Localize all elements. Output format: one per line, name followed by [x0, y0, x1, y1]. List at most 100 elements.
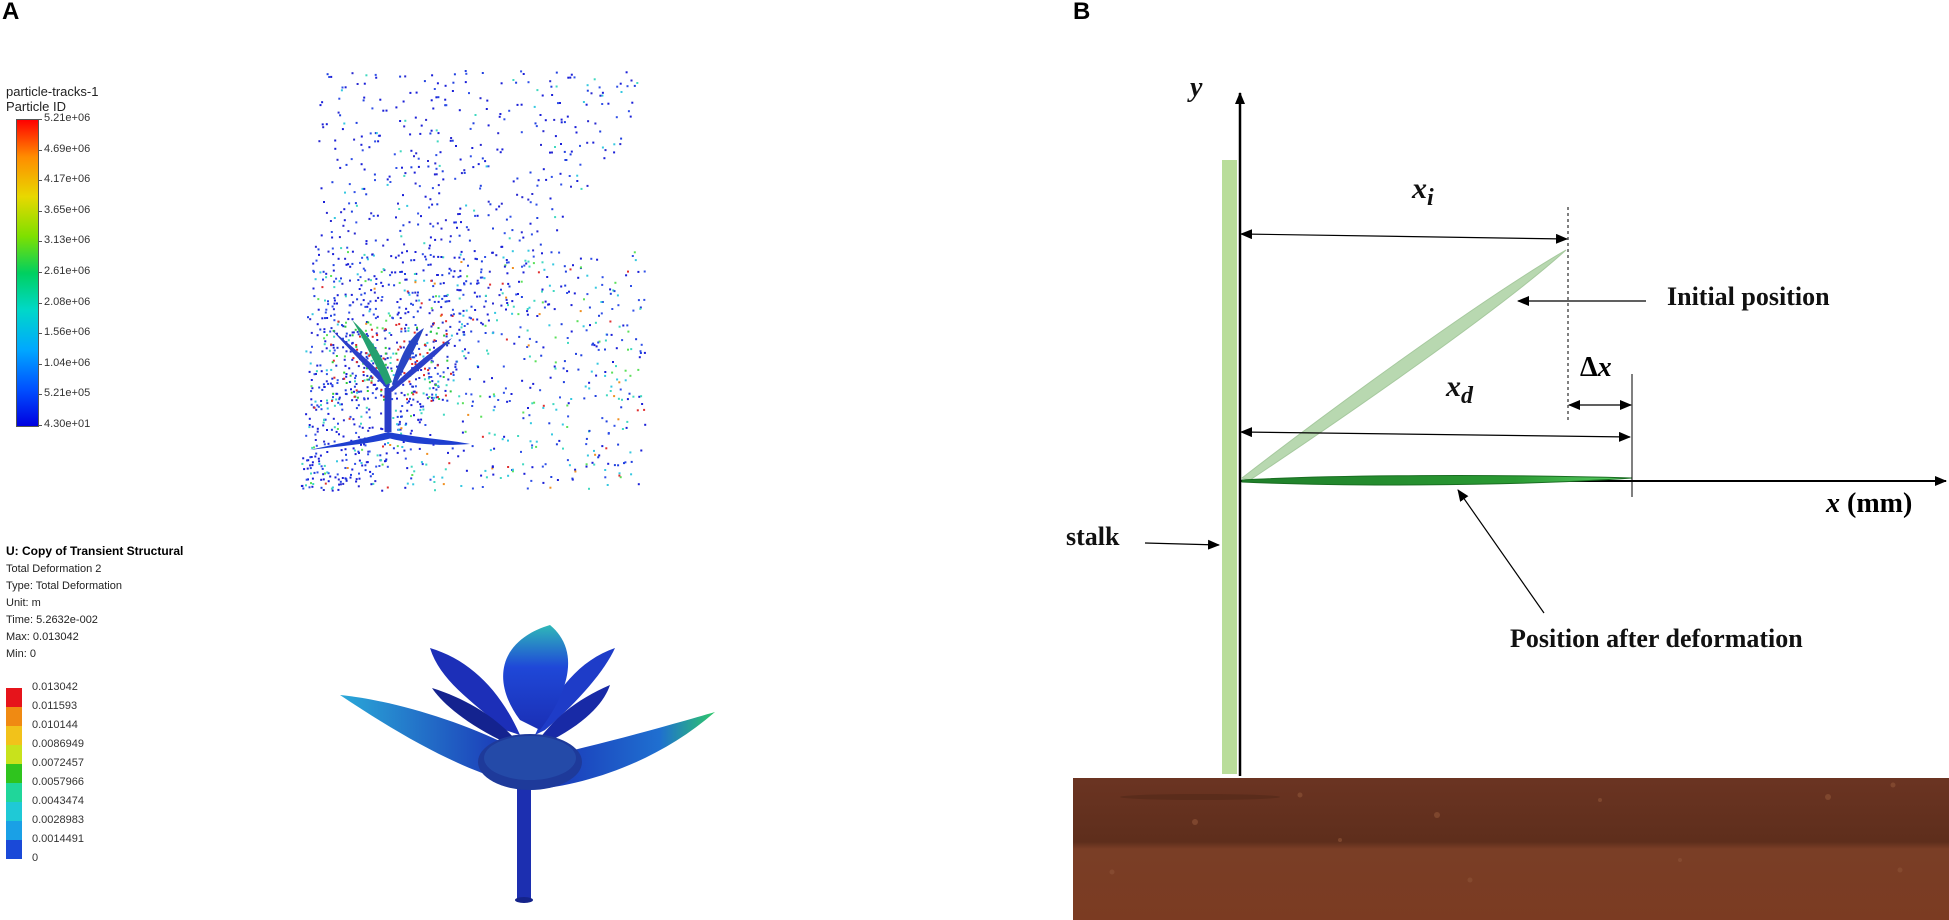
- particle-point: [390, 370, 393, 372]
- particle-point: [583, 298, 585, 301]
- particle-point: [361, 256, 364, 259]
- particle-point: [539, 114, 542, 116]
- particle-point: [367, 278, 370, 281]
- particle-point: [418, 377, 421, 379]
- particle-point: [332, 264, 335, 267]
- particle-point: [549, 80, 552, 83]
- particle-point: [486, 349, 488, 352]
- particle-point: [380, 388, 383, 391]
- particle-point: [336, 379, 339, 382]
- particle-point: [359, 261, 362, 264]
- particle-point: [357, 279, 360, 281]
- particle-point: [484, 469, 487, 472]
- particle-point: [363, 96, 366, 99]
- particle-point: [570, 330, 573, 333]
- particle-point: [461, 350, 464, 353]
- deformation-info-line: Unit: m: [6, 597, 41, 609]
- particle-point: [313, 406, 316, 409]
- particle-point: [481, 323, 484, 326]
- particle-point: [489, 449, 492, 452]
- particle-point: [433, 173, 436, 176]
- particle-point: [324, 340, 327, 343]
- particle-point: [605, 394, 608, 397]
- particle-point: [425, 393, 428, 396]
- particle-point: [513, 342, 516, 345]
- particle-point: [506, 261, 508, 264]
- particle-point: [511, 229, 514, 232]
- particle-point: [387, 283, 390, 286]
- particle-point: [575, 131, 578, 134]
- particle-point: [458, 256, 461, 259]
- particle-point: [343, 122, 346, 125]
- particle-point: [373, 275, 376, 278]
- particle-point: [438, 164, 441, 167]
- particle-point: [344, 293, 347, 296]
- particle-point: [567, 415, 570, 418]
- particle-point: [476, 318, 479, 321]
- particle-point: [324, 311, 327, 314]
- particle-point: [350, 439, 353, 442]
- particle-point: [523, 264, 526, 267]
- particle-point: [342, 482, 345, 485]
- particle-point: [397, 423, 400, 426]
- particle-point: [450, 137, 453, 139]
- particle-point: [585, 463, 588, 466]
- particle-point: [553, 118, 556, 121]
- particle-point: [463, 333, 466, 336]
- particle-point: [311, 345, 313, 348]
- particle-point: [411, 291, 414, 294]
- deformation-info-line: Max: 0.013042: [6, 631, 79, 643]
- particle-point: [528, 355, 531, 358]
- particle-point: [627, 330, 630, 333]
- particle-point: [324, 482, 327, 485]
- particle-legend-tick: 4.30e+01: [44, 418, 91, 430]
- particle-point: [349, 350, 352, 353]
- particle-point: [315, 408, 318, 411]
- particle-point: [371, 335, 374, 338]
- y-axis-label: y: [1190, 72, 1203, 103]
- particle-point: [587, 120, 590, 123]
- particle-point: [351, 334, 354, 337]
- particle-point: [406, 250, 408, 253]
- particle-point: [313, 295, 316, 298]
- particle-point: [470, 330, 473, 333]
- particle-point: [428, 348, 431, 351]
- particle-point: [474, 114, 477, 116]
- particle-point: [462, 314, 465, 317]
- particle-point: [368, 408, 371, 411]
- particle-legend-tick-mark: [38, 119, 42, 120]
- particle-point: [373, 291, 376, 294]
- particle-point: [495, 254, 498, 257]
- particle-point: [444, 104, 447, 107]
- deformation-info-line: Min: 0: [6, 648, 36, 660]
- particle-point: [401, 405, 404, 407]
- particle-point: [632, 309, 635, 312]
- particle-point: [429, 236, 432, 239]
- particle-point: [349, 415, 352, 418]
- particle-point: [424, 367, 426, 370]
- particle-point: [324, 299, 326, 302]
- particle-point: [424, 424, 427, 426]
- particle-point: [403, 340, 406, 343]
- particle-point: [329, 382, 332, 385]
- particle-point: [639, 306, 642, 309]
- particle-point: [500, 304, 503, 307]
- particle-point: [479, 184, 482, 187]
- particle-point: [352, 447, 355, 450]
- particle-point: [570, 73, 573, 76]
- particle-point: [327, 303, 330, 306]
- particle-point: [463, 171, 466, 174]
- particle-point: [498, 115, 501, 118]
- particle-point: [621, 398, 623, 401]
- particle-point: [410, 404, 413, 407]
- particle-point: [330, 487, 333, 490]
- particle-point: [365, 333, 368, 336]
- particle-point: [400, 391, 403, 394]
- particle-point: [469, 155, 472, 158]
- particle-point: [420, 418, 423, 421]
- particle-point: [456, 402, 459, 405]
- deformation-legend-tick: 0.0014491: [32, 833, 84, 845]
- particle-point: [433, 339, 436, 342]
- particle-point: [395, 352, 398, 355]
